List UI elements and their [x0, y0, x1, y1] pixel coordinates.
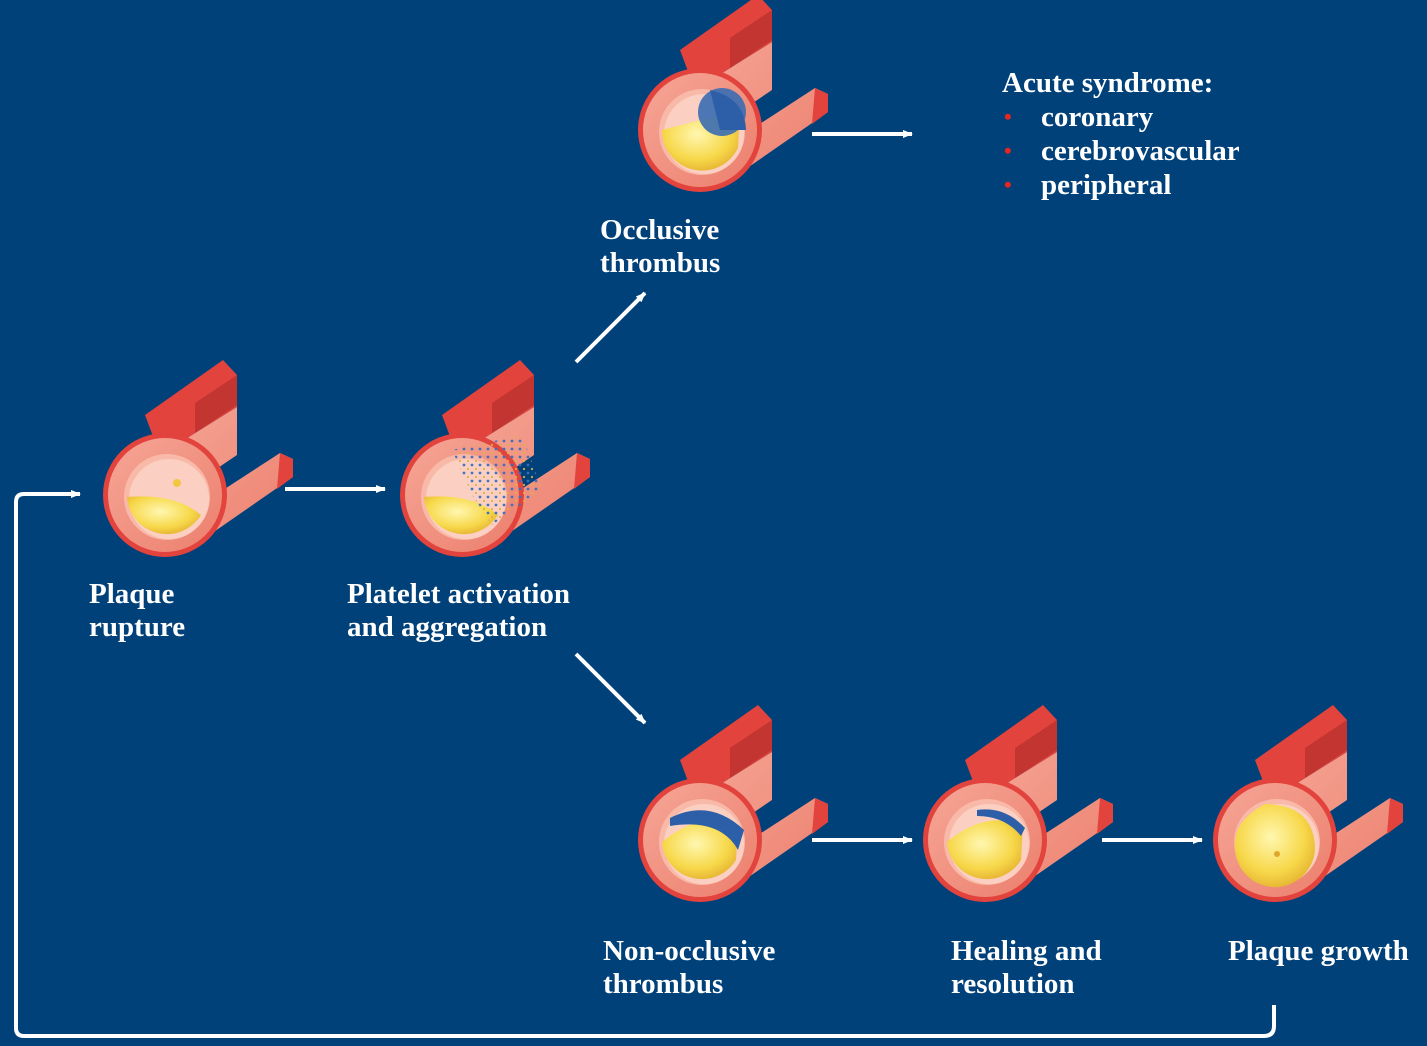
vessel-non-occlusive — [638, 705, 828, 902]
vessel-plaque-growth — [1213, 705, 1403, 902]
bullet-icon: • — [1004, 100, 1012, 134]
label-plaque-rupture: Plaque rupture — [89, 578, 185, 644]
label-healing-resolution: Healing and resolution — [951, 935, 1102, 1001]
vessel-occlusive — [638, 0, 828, 192]
list-item: •coronary — [1002, 100, 1240, 134]
label-occlusive-thrombus: Occlusive thrombus — [600, 214, 720, 280]
arrow-platelet-to-occlusive — [576, 293, 645, 362]
acute-syndrome-list: •coronary •cerebrovascular •peripheral — [1002, 100, 1240, 202]
bullet-icon: • — [1004, 134, 1012, 168]
bullet-icon: • — [1004, 168, 1012, 202]
list-item: •peripheral — [1002, 168, 1240, 202]
label-non-occlusive-thrombus: Non-occlusive thrombus — [603, 935, 775, 1001]
acute-syndrome-title: Acute syndrome: — [1002, 66, 1240, 100]
label-platelet-activation: Platelet activation and aggregation — [347, 578, 570, 644]
label-plaque-growth: Plaque growth — [1228, 935, 1409, 968]
vessel-platelet-activation — [400, 360, 590, 557]
arrow-platelet-to-non-occlusive — [576, 654, 645, 723]
list-item: •cerebrovascular — [1002, 134, 1240, 168]
vessel-plaque-rupture — [103, 360, 293, 557]
vessel-healing — [923, 705, 1113, 902]
acute-syndrome-box: Acute syndrome: •coronary •cerebrovascul… — [1002, 66, 1240, 202]
